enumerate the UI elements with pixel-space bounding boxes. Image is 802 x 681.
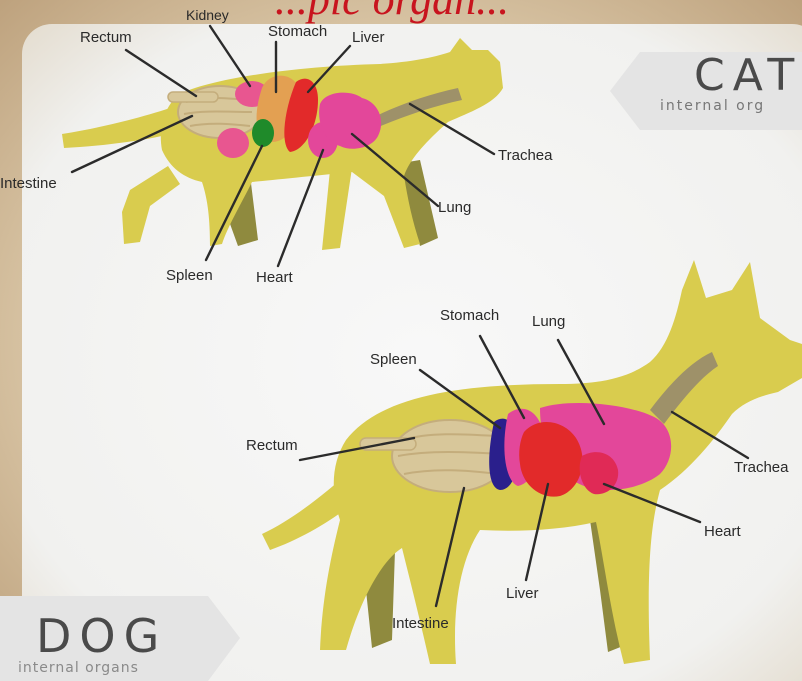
dog-label-heart: Heart <box>704 523 742 540</box>
cat-label-stomach: Stomach <box>268 23 327 40</box>
dog-label-lung: Lung <box>532 313 565 330</box>
cat-label-spleen: Spleen <box>166 267 213 284</box>
dog-title: DOG <box>36 609 167 663</box>
dog-label-spleen: Spleen <box>370 351 417 368</box>
dog-subtitle: internal organs <box>18 660 139 676</box>
dog-label-stomach: Stomach <box>440 307 499 324</box>
cat-label-trachea: Trachea <box>498 147 553 164</box>
cat-label-intestine: Intestine <box>0 175 57 192</box>
cat-label-rectum: Rectum <box>80 29 132 46</box>
cat-title: CAT <box>694 50 802 101</box>
cat-label-liver: Liver <box>352 29 385 46</box>
cat-spleen <box>252 119 274 147</box>
cat-label-heart: Heart <box>256 269 294 286</box>
dog-label-rectum: Rectum <box>246 437 298 454</box>
header-title: ...pic organ... <box>275 0 509 24</box>
dog-label-liver: Liver <box>506 585 539 602</box>
cat-subtitle: internal org <box>660 98 765 114</box>
cat-label-lung: Lung <box>438 199 471 216</box>
dog-label-intestine: Intestine <box>392 615 449 632</box>
cat-label-kidney: Kidney <box>186 7 229 23</box>
dog-label-trachea: Trachea <box>734 459 789 476</box>
